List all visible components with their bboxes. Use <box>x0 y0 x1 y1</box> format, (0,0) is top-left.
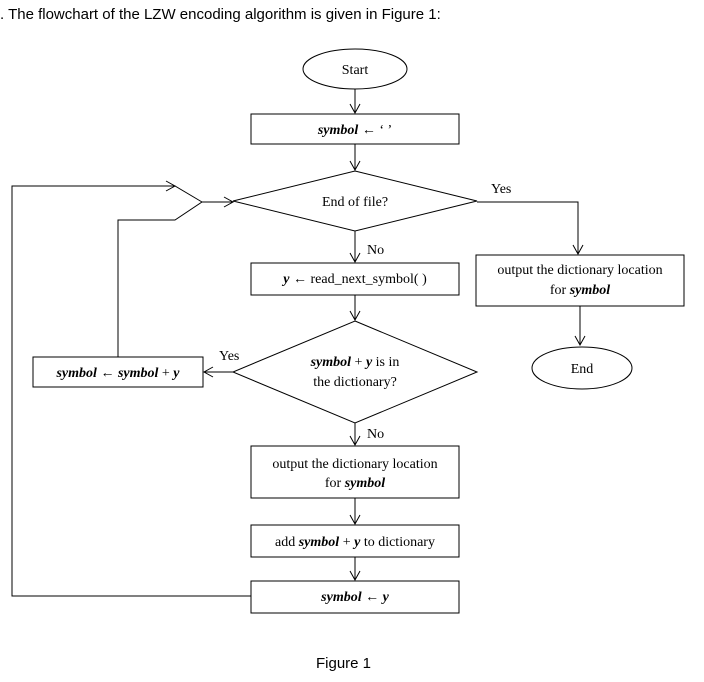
assign-symbol-box <box>250 580 460 614</box>
figure-caption: Figure 1 <box>316 655 372 672</box>
dict-yes-label: Yes <box>219 349 239 364</box>
edge-concat-loop <box>117 201 233 357</box>
init-symbol-box <box>250 113 460 145</box>
edge-assign-loop <box>11 185 251 597</box>
arrowhead <box>574 335 586 347</box>
arrowhead <box>202 366 214 378</box>
output-location-line1: output the dictionary location <box>272 457 437 472</box>
final-output-line1: output the dictionary location <box>497 263 662 278</box>
dict-no-label: No <box>367 427 384 442</box>
output-location-line2: for symbol <box>325 476 385 491</box>
edge-eof-yes <box>477 201 579 254</box>
in-dictionary-line2: the dictionary? <box>313 375 397 390</box>
concat-symbol-box <box>32 356 204 388</box>
init-symbol-label: symbol ← ‘ ’ <box>317 123 392 138</box>
arrowhead <box>349 570 361 582</box>
arrowhead <box>349 435 361 447</box>
arrowhead <box>165 180 177 192</box>
end-label: End <box>571 362 594 377</box>
arrowhead <box>349 310 361 322</box>
eof-yes-label: Yes <box>491 182 511 197</box>
eof-no-label: No <box>367 243 384 258</box>
in-dictionary-decision <box>231 320 479 424</box>
assign-symbol-label: symbol ← y <box>320 590 389 605</box>
read-next-symbol-label: y ← read_next_symbol( ) <box>281 272 427 287</box>
arrowhead <box>223 196 235 208</box>
arrowhead <box>349 160 361 172</box>
end-terminator <box>531 346 633 390</box>
add-to-dictionary-label: add symbol + y to dictionary <box>275 535 435 550</box>
intro-text: . The flowchart of the LZW encoding algo… <box>0 6 441 23</box>
final-output-line2: for symbol <box>550 283 610 298</box>
in-dictionary-line1: symbol + y is in <box>310 355 400 370</box>
output-location-box <box>250 445 460 499</box>
end-of-file-label: End of file? <box>322 195 388 210</box>
arrowhead <box>349 514 361 526</box>
start-label: Start <box>342 63 369 78</box>
arrowhead <box>572 244 584 256</box>
arrowhead <box>349 103 361 115</box>
arrowhead <box>349 252 361 264</box>
final-output-location-box <box>475 254 685 307</box>
concat-symbol-label: symbol ← symbol + y <box>55 366 180 381</box>
